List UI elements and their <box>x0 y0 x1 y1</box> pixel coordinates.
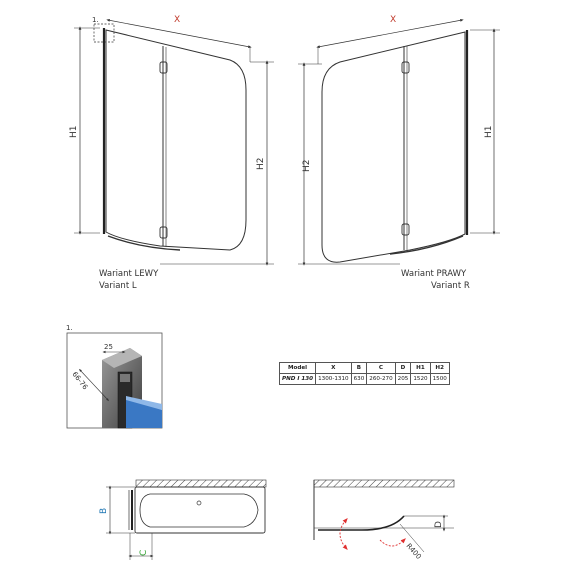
cell-model: PND I 130 <box>278 373 317 385</box>
detail-callout-marker: 1. <box>92 16 99 24</box>
header-b: B <box>350 362 368 374</box>
cell-d: 205 <box>394 373 412 385</box>
cell-h1: 1520 <box>410 373 431 385</box>
header-x: X <box>315 362 352 374</box>
header-h1: H1 <box>410 362 431 374</box>
top-wall-hatch <box>313 479 455 488</box>
detail-glass-edge <box>126 396 162 410</box>
detail-wall-top <box>102 348 142 368</box>
left-caption-line2: Variant L <box>99 281 137 291</box>
right-caption-line2: Variant R <box>431 281 470 291</box>
d-dimension-label: D <box>434 521 444 528</box>
right-elevation-view: X H1 H2 Wariant PRAWY Variant R <box>298 15 500 291</box>
detail-profile-cap <box>120 374 130 382</box>
b-dimension-label: B <box>99 508 109 514</box>
cell-x: 1300-1310 <box>315 373 352 385</box>
hinge-bottom <box>159 226 168 239</box>
h1-dimension-label: H1 <box>69 126 79 139</box>
hinge-top <box>159 61 168 74</box>
spec-table: Model X B C D H1 H2 PND I 130 1300-1310 … <box>278 362 450 385</box>
x-dimension-label-right: X <box>390 15 396 25</box>
x-dimension-label: X <box>174 15 180 25</box>
header-d: D <box>394 362 412 374</box>
header-model: Model <box>278 362 317 374</box>
left-caption-line1: Wariant LEWY <box>99 269 159 279</box>
detail-marker: 1. <box>66 324 73 332</box>
detail-dim-range-line <box>78 368 110 402</box>
glass-panel-inner-edge-right <box>389 235 464 255</box>
glass-panel-outline <box>105 29 247 251</box>
x-dimension-line <box>106 18 252 49</box>
table-row: PND I 130 1300-1310 630 260-270 205 1520… <box>278 373 450 385</box>
h2-dimension-label: H2 <box>256 158 266 171</box>
left-elevation-view: 1. X H1 H2 Wariant LEWY Variant L <box>69 15 274 291</box>
x-dimension-line-right <box>316 18 464 49</box>
hinge-top-right <box>401 61 410 74</box>
right-caption-line1: Wariant PRAWY <box>401 269 467 279</box>
swing-arc-1 <box>339 517 348 551</box>
drain-icon <box>196 500 202 506</box>
detail-section: 1. 25 66-76 <box>66 324 163 429</box>
glass-panel-inner-edge <box>107 235 181 251</box>
hinge-bottom-right <box>401 223 410 236</box>
glass-panel-outline-right <box>321 31 466 263</box>
detail-glass <box>126 396 162 428</box>
bathtub-plan-view: B C <box>99 479 267 560</box>
h1-dimension-label-right: H1 <box>484 126 494 139</box>
radius-label: R400 <box>405 542 423 561</box>
detail-dim-25-label: 25 <box>104 343 113 351</box>
tub-inner <box>139 493 259 528</box>
tub-outer <box>134 486 266 534</box>
cell-h2: 1500 <box>429 373 450 385</box>
cell-b: 630 <box>350 373 368 385</box>
c-dimension-label: C <box>139 550 149 556</box>
detail-dim-range-label: 66-76 <box>70 370 89 391</box>
curved-screen <box>318 515 405 531</box>
plan-wall-hatch <box>135 479 267 488</box>
spec-table-header-row: Model X B C D H1 H2 <box>278 362 450 374</box>
radius-leader <box>399 523 425 553</box>
screen-top-view: D R400 <box>313 479 455 561</box>
h2-dimension-label-right: H2 <box>302 160 312 173</box>
header-h2: H2 <box>429 362 450 374</box>
swing-arc-2 <box>379 538 406 547</box>
header-c: C <box>366 362 396 374</box>
cell-c: 260-270 <box>366 373 396 385</box>
